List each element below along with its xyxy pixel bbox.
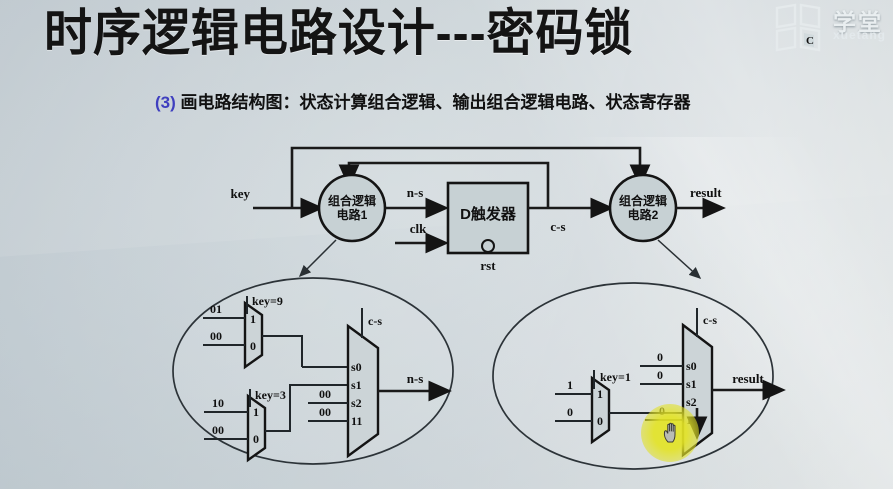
left-detail-group: key=9 1 0 01 00 key=3 1 0 <box>172 277 454 465</box>
page-title: 时序逻辑电路设计---密码锁 <box>44 5 634 61</box>
right-mux-key1: key=1 1 0 1 0 <box>555 370 683 445</box>
right-mux-a-pin1: 1 <box>597 387 603 401</box>
left-mux-main-input-11: 00 <box>319 405 331 419</box>
feedback-inner-wire <box>338 161 550 208</box>
left-mux-key9: key=9 1 0 01 00 <box>203 294 348 370</box>
left-mux-main-pin-s1: s1 <box>351 378 362 392</box>
label-n-s: n-s <box>407 185 424 200</box>
circuit1-label-line2: 电路1 <box>337 207 368 222</box>
right-mux-main-input-s1: 0 <box>657 368 663 382</box>
d-flip-flop-label: D触发器 <box>460 205 517 223</box>
left-mux-b-pin1: 1 <box>253 405 259 419</box>
right-detail-group: key=1 1 0 1 0 c-s s0 s1 s2 1 1 <box>492 282 786 470</box>
left-mux-main-pin-11: 11 <box>351 414 362 428</box>
circuit2-label-line1: 组合逻辑 <box>619 193 667 208</box>
right-mux-main-input-11: 0 <box>659 404 665 418</box>
xuetang-logo: C 学堂 xuetang <box>771 2 893 54</box>
right-mux-main-output-label: result <box>732 371 764 386</box>
left-mux-a-input0: 00 <box>210 329 222 343</box>
label-rst: rst <box>480 258 496 273</box>
left-mux-key3: key=3 1 0 10 00 <box>204 384 348 463</box>
left-mux-main-pin-s2: s2 <box>351 396 362 410</box>
slide-subtitle: (3) 画电路结构图：状态计算组合逻辑、输出组合逻辑电路、状态寄存器 <box>155 92 691 114</box>
left-mux-main-select: c-s <box>368 314 382 328</box>
logo-subtext: xuetang <box>833 28 887 42</box>
right-mux-main-input-s0: 0 <box>657 350 663 364</box>
expand-arrow-left <box>298 239 337 278</box>
feedback-outer-wire <box>290 146 651 208</box>
subtitle-text: 画电路结构图：状态计算组合逻辑、输出组合逻辑电路、状态寄存器 <box>180 93 691 112</box>
logo-wordmark: 学堂 <box>833 9 883 35</box>
left-mux-a-pin1: 1 <box>250 312 256 326</box>
subtitle-number: (3) <box>155 93 176 112</box>
d-flip-flop-block: D触发器 rst <box>446 181 530 273</box>
right-mux-a-pin0: 0 <box>597 414 603 428</box>
left-mux-a-select: key=9 <box>252 294 283 308</box>
comb-logic-circuit-1: 组合逻辑 电路1 <box>317 173 387 243</box>
left-mux-b-input1: 10 <box>212 396 224 410</box>
right-mux-main-pin-s1: s1 <box>686 377 697 391</box>
right-mux-a-select: key=1 <box>600 370 631 384</box>
left-mux-a-input1: 01 <box>210 302 222 316</box>
right-mux-a-input0: 0 <box>567 405 573 419</box>
label-key: key <box>231 186 251 201</box>
label-result: result <box>690 185 722 200</box>
svg-text:C: C <box>806 35 814 47</box>
left-mux-a-pin0: 0 <box>250 339 256 353</box>
label-clk: clk <box>410 221 427 236</box>
left-mux-main: c-s s0 s1 s2 11 00 00 n-s <box>308 308 452 459</box>
right-mux-main-pin-s0: s0 <box>686 359 697 373</box>
circuit2-label-line2: 电路2 <box>628 207 659 222</box>
xuetang-logo-icon: C <box>775 3 821 52</box>
left-mux-b-pin0: 0 <box>253 432 259 446</box>
right-mux-a-input1: 1 <box>567 378 573 392</box>
comb-logic-circuit-2: 组合逻辑 电路2 <box>608 173 678 243</box>
label-c-s: c-s <box>550 219 565 234</box>
circuit1-label-line1: 组合逻辑 <box>328 193 376 208</box>
expand-arrow-right <box>657 239 702 280</box>
left-mux-main-input-s2: 00 <box>319 387 331 401</box>
left-mux-b-select: key=3 <box>255 388 286 402</box>
right-mux-main-pin-s2: s2 <box>686 395 697 409</box>
right-mux-main-select: c-s <box>703 313 717 327</box>
left-mux-b-input0: 00 <box>212 423 224 437</box>
left-mux-main-pin-s0: s0 <box>351 360 362 374</box>
left-mux-main-output-label: n-s <box>407 371 424 386</box>
circuit-structure-diagram: key 组合逻辑 电路1 n-s D触发器 rst clk c-s <box>172 146 786 470</box>
